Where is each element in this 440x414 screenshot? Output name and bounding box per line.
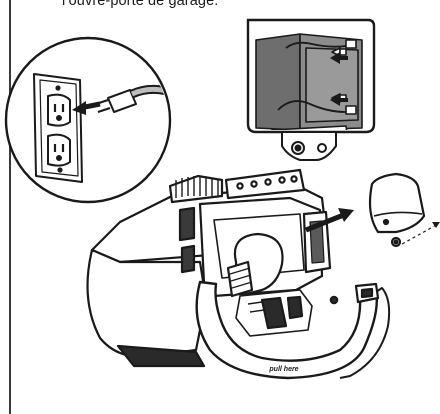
outlet-callout — [4, 36, 172, 204]
page-border-left — [9, 0, 11, 414]
light-lens-cover-part — [368, 172, 426, 248]
leader-arrow-icon — [432, 222, 440, 228]
garage-door-opener-unit — [86, 168, 391, 380]
mount-bracket — [281, 131, 337, 161]
pull-here-logo: pull here — [268, 366, 298, 373]
remove-cover-arrow-icon — [305, 208, 354, 233]
connector-callout — [246, 18, 376, 161]
instruction-caption: l’ouvre-porte de garage. — [62, 0, 219, 9]
